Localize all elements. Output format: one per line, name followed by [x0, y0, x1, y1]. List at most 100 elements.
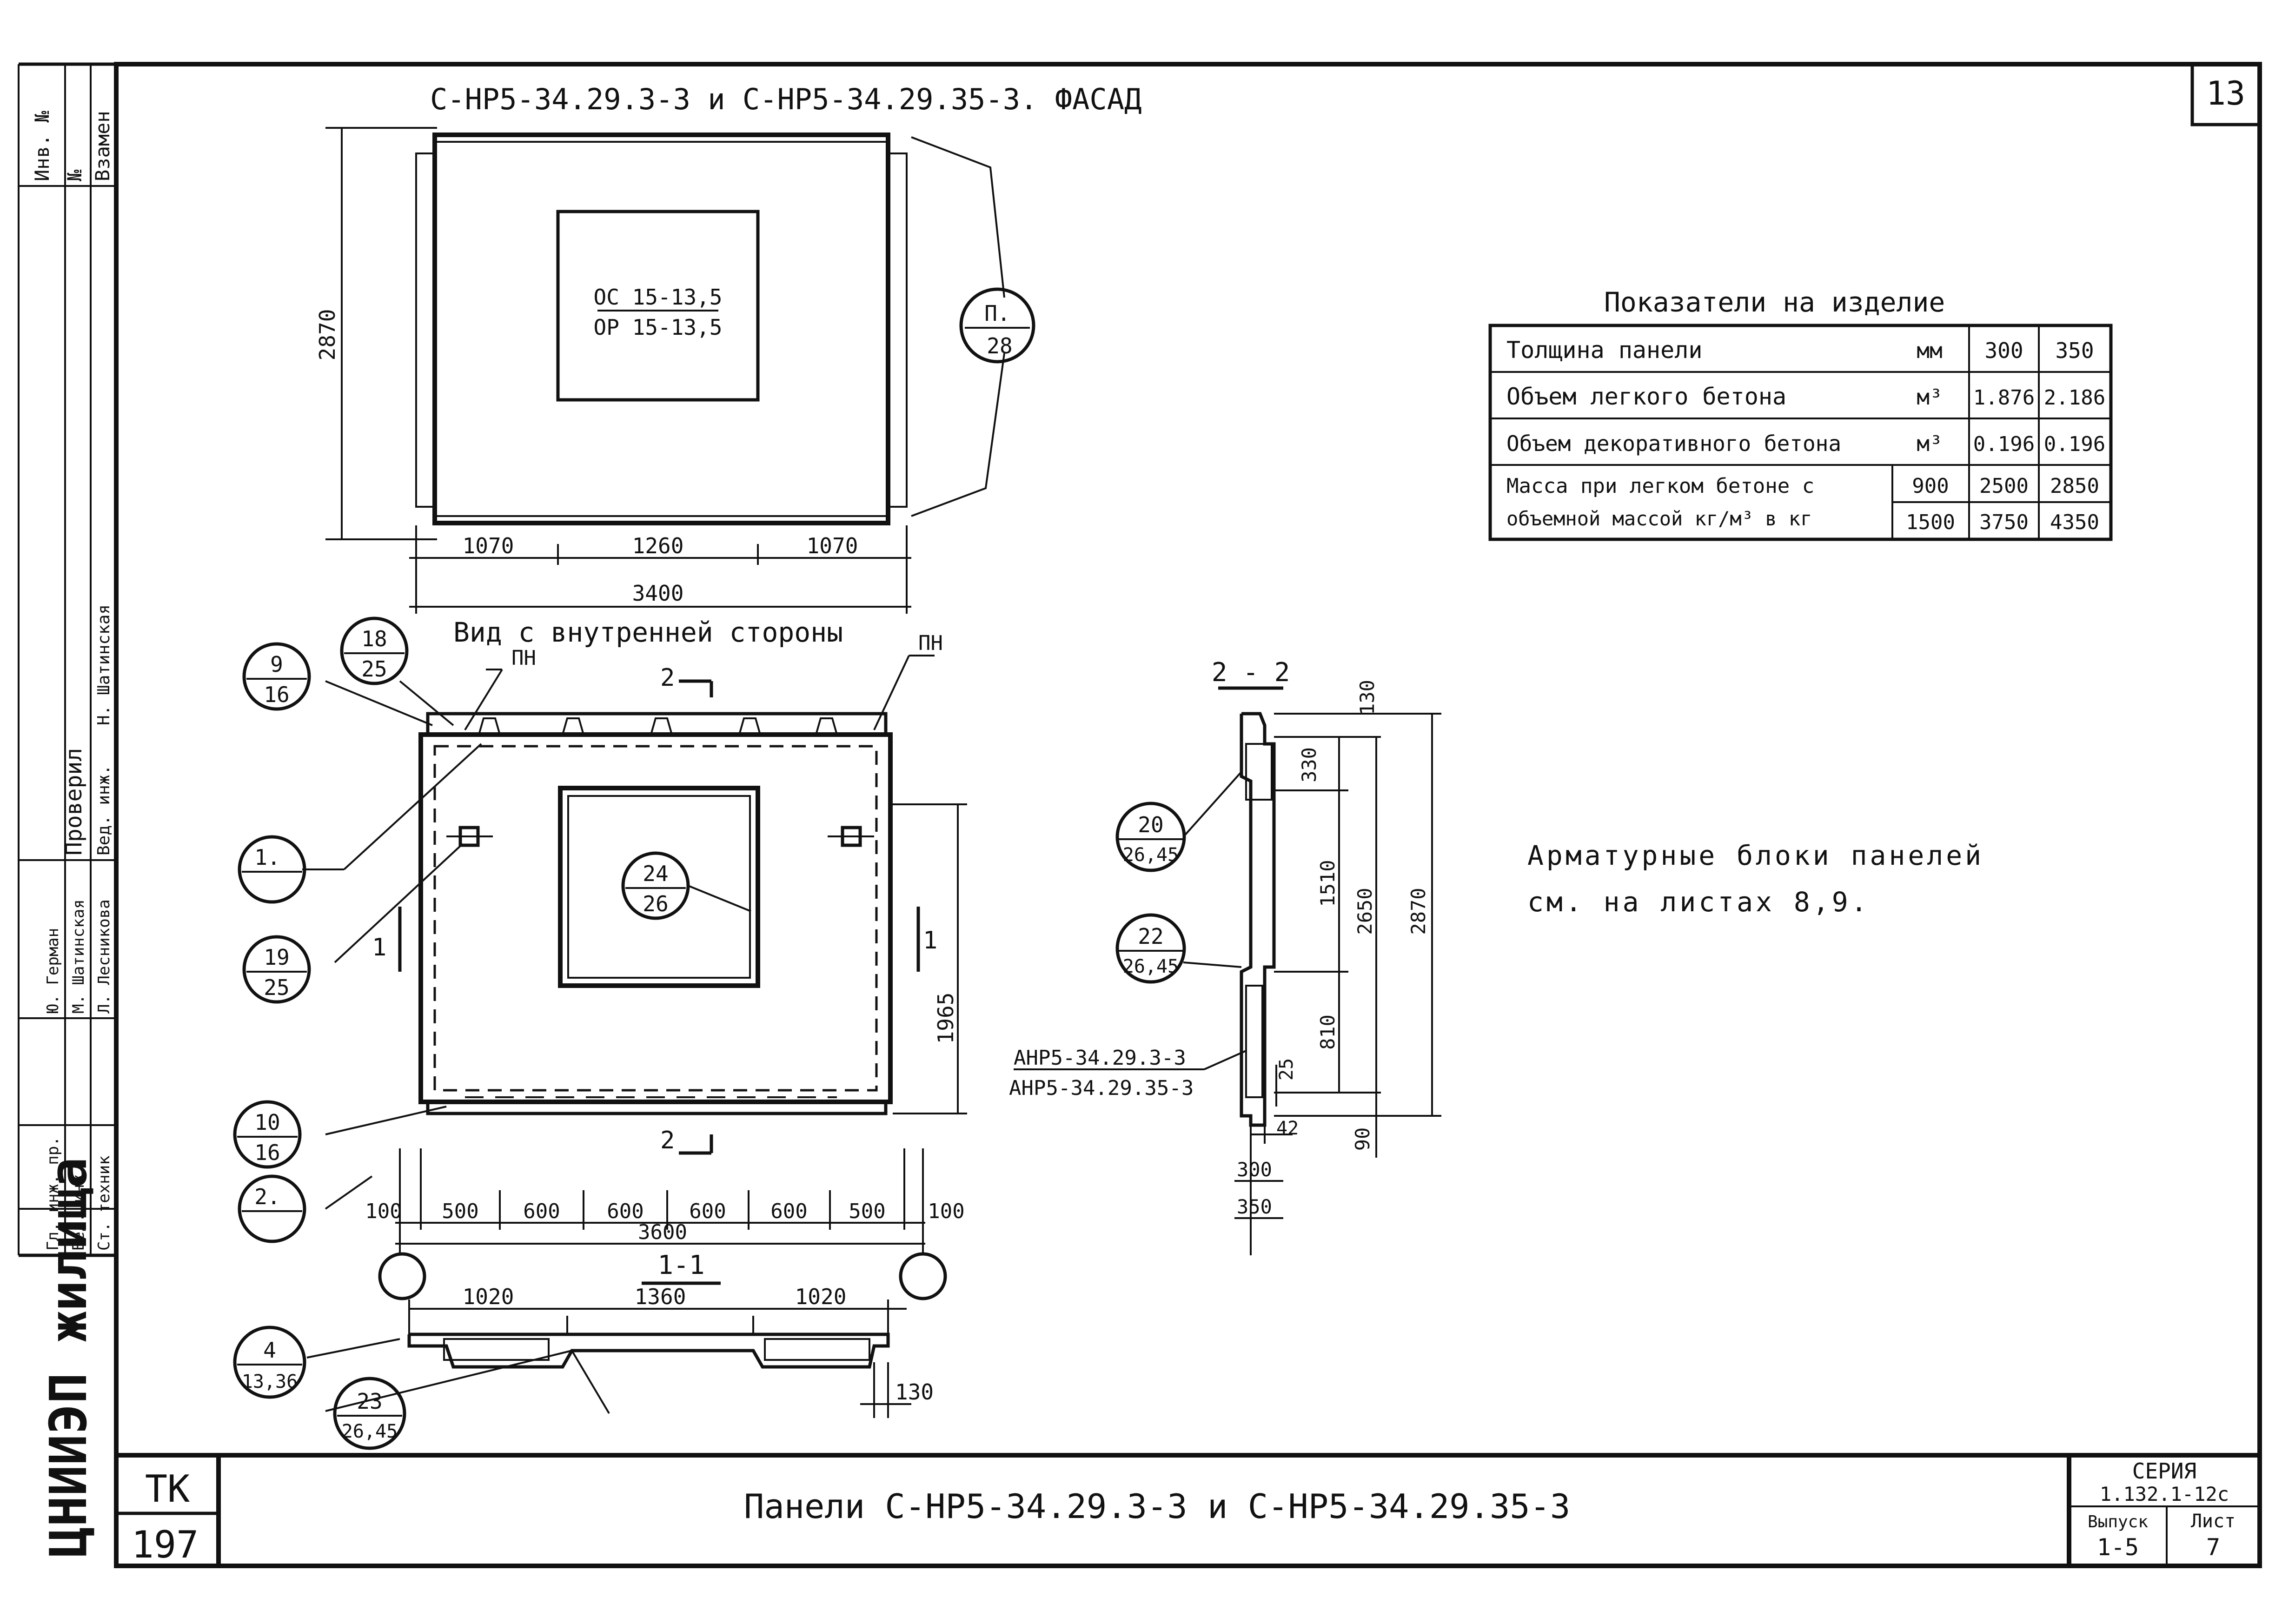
- section-depth-dim: 130: [895, 1379, 934, 1405]
- thickness-300: 300: [1237, 1158, 1272, 1181]
- inner-dim-8: 100: [928, 1200, 964, 1223]
- cut-mark-left: 1: [372, 934, 386, 961]
- s22-dim-810: 810: [1316, 1014, 1339, 1050]
- stamp-no-label: №: [63, 169, 86, 181]
- section-dim-1: 1020: [463, 1284, 514, 1309]
- note-line-1: Арматурные блоки панелей: [1527, 840, 1984, 871]
- ind-row3-a: 0.196: [1973, 432, 2035, 456]
- callout-p28-top: П.: [984, 301, 1010, 326]
- callout-19-25-top: 19: [264, 945, 289, 970]
- ind-mass2-b: 4350: [2050, 510, 2099, 534]
- callout-20-top: 20: [1138, 812, 1163, 837]
- ind-mass1-density: 900: [1912, 474, 1949, 498]
- callout-9-16-top: 9: [270, 652, 283, 677]
- cut-mark-right: 1: [923, 927, 937, 955]
- ind-row3-unit: м³: [1917, 431, 1942, 456]
- callout-19-25: [242, 935, 311, 1004]
- callout-9-16-bottom: 16: [264, 682, 289, 707]
- section-1-1: [306, 1281, 911, 1418]
- issue-label: Выпуск: [2088, 1512, 2148, 1531]
- section-dim-3: 1020: [795, 1284, 847, 1309]
- callout-10-16: [233, 1100, 302, 1169]
- inner-dim-3: 600: [523, 1200, 560, 1223]
- callout-18-25: [340, 616, 409, 685]
- s22-dim-330: 330: [1298, 747, 1320, 782]
- block-label-1: АНР5-34.29.3-3: [1014, 1046, 1186, 1070]
- series-label: СЕРИЯ: [2132, 1458, 2196, 1484]
- callout-4-13-36: [233, 1326, 306, 1399]
- facade-dim-3: 1070: [807, 533, 858, 558]
- facade-dim-1: 1070: [463, 533, 514, 558]
- left-stamp: [18, 62, 116, 1257]
- inner-dim-5: 600: [689, 1200, 726, 1223]
- callout-1: [238, 835, 306, 904]
- ind-row1-unit: мм: [1917, 338, 1942, 363]
- issue-value: 1-5: [2097, 1534, 2139, 1561]
- pn-label-left: ПН: [511, 646, 536, 670]
- inner-dim-6: 600: [770, 1200, 807, 1223]
- inner-view: [302, 655, 967, 1300]
- indicators-title: Показатели на изделие: [1604, 286, 1945, 318]
- ind-row1-label: Толщина панели: [1506, 337, 1702, 364]
- callout-9-16: [242, 642, 311, 711]
- window-label-2: ОР 15-13,5: [594, 315, 723, 340]
- section-dim-2: 1360: [635, 1284, 686, 1309]
- indicators-table: [1488, 324, 2113, 541]
- stamp-role-3: Ст. техник: [95, 1155, 113, 1251]
- stamp-name-1: Ю. Герман: [44, 928, 62, 1014]
- stamp-role-1: Гл. инж. пр.: [44, 1136, 62, 1251]
- sheet-number: 13: [2206, 74, 2245, 113]
- s22-dim-130: 130: [1356, 680, 1379, 715]
- s22-dim-25: 25: [1276, 1058, 1297, 1080]
- callout-20-bottom: 26,45: [1123, 844, 1179, 866]
- callout-22-bottom: 26,45: [1123, 956, 1179, 977]
- ind-row2-b: 2.186: [2044, 386, 2105, 410]
- stamp-name-2: М. Шатинская: [69, 899, 88, 1014]
- callout-19-25-bottom: 25: [264, 975, 289, 1000]
- stamp-checked-role: Вед. инж.: [94, 765, 113, 855]
- callout-1-top: 1.: [254, 845, 280, 870]
- callout-p28-bottom: 28: [987, 333, 1012, 358]
- org-logo: ЦНИИЭП жилища: [39, 1157, 98, 1558]
- inner-view-title: Вид с внутренней стороны: [453, 616, 843, 648]
- callout-2-top: 2.: [254, 1184, 280, 1209]
- window-label-1: ОС 15-13,5: [594, 285, 723, 310]
- ind-row1-a: 300: [1984, 338, 2023, 363]
- s22-dim-1510: 1510: [1316, 860, 1339, 907]
- stamp-name-3: Л. Лесникова: [95, 899, 113, 1014]
- cut-mark-bottom: 2: [660, 1127, 675, 1154]
- pn-label-right: ПН: [918, 631, 943, 655]
- thickness-350: 350: [1237, 1195, 1272, 1218]
- section-2-2-title: 2 - 2: [1212, 657, 1290, 688]
- callout-p28: [959, 287, 1035, 364]
- series-value: 1.132.1-12с: [2100, 1483, 2229, 1505]
- callout-24-26-top: 24: [643, 861, 668, 886]
- cut-mark-top: 2: [660, 664, 675, 692]
- ind-row2-label: Объем легкого бетона: [1506, 383, 1786, 410]
- inner-dim-2: 500: [442, 1200, 478, 1223]
- stamp-checked-label: Проверил: [61, 748, 87, 855]
- callout-18-25-top: 18: [361, 626, 387, 651]
- block-label-2: АНР5-34.29.35-3: [1009, 1076, 1194, 1100]
- ind-row1-b: 350: [2055, 338, 2094, 363]
- ind-mass1-b: 2850: [2050, 474, 2099, 498]
- stamp-checked-name: Н. Шатинская: [94, 604, 113, 725]
- s22-dim-90: 90: [1351, 1127, 1374, 1151]
- tk-label: ТК: [145, 1467, 190, 1511]
- ind-mass-label-2: объемной массой кг/м³ в кг: [1506, 507, 1812, 530]
- callout-4-bottom: 13,36: [242, 1371, 298, 1392]
- ind-row3-b: 0.196: [2044, 432, 2105, 456]
- callout-18-25-bottom: 25: [361, 656, 387, 682]
- ind-mass-label-1: Масса при легком бетоне с: [1506, 474, 1814, 498]
- facade-title: С-НР5-34.29.3-3 и С-НР5-34.29.35-3. ФАСА…: [430, 82, 1141, 116]
- callout-22-26-45: [1115, 913, 1186, 984]
- ind-row2-unit: м³: [1917, 384, 1942, 410]
- callout-10-16-bottom: 16: [254, 1140, 280, 1165]
- tk-number: 197: [132, 1523, 199, 1566]
- stamp-role-2: Вед. инж.: [69, 1165, 88, 1251]
- list-label: Лист: [2191, 1511, 2236, 1532]
- facade-height-dim: 2870: [315, 309, 340, 361]
- facade-total-dim: 3400: [632, 581, 684, 606]
- note-line-2: см. на листах 8,9.: [1527, 886, 1870, 918]
